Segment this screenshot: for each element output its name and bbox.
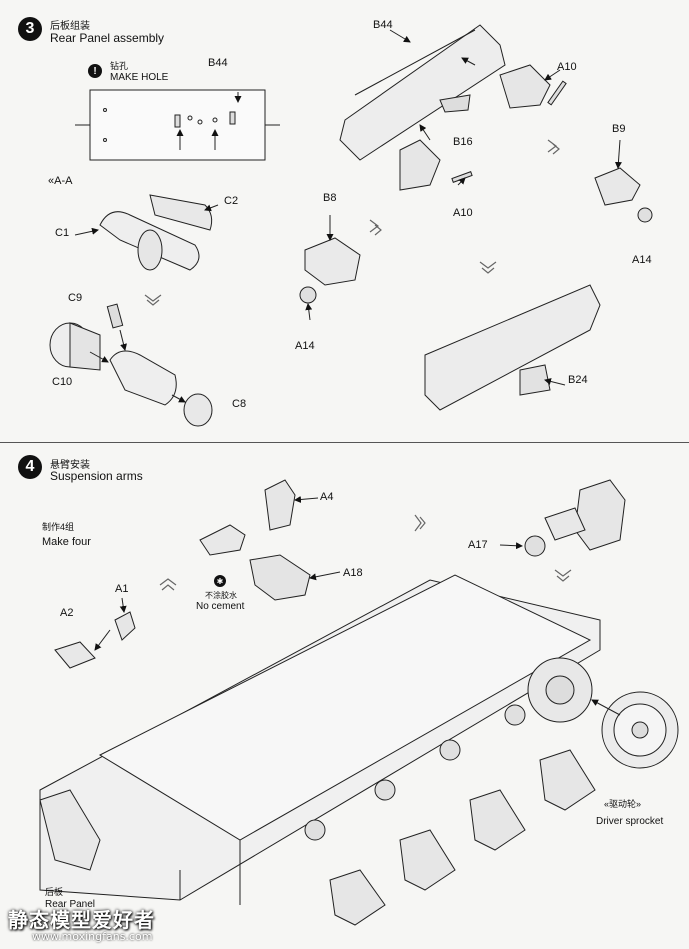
step-divider [0,442,689,443]
part-label-a18: A18 [343,567,363,579]
no-cement-icon: ✱ [214,575,226,587]
part-label-a4: A4 [320,491,334,503]
rear-panel-b24-assembly [424,284,601,411]
part-label-a14-right: A14 [632,254,652,266]
rear-panel-cn: 后板 [45,887,64,897]
part-label-a10-mid: A10 [453,207,473,219]
no-cement-cn: 不涂胶水 [205,591,237,600]
step-title-cn: 后板组装 [50,21,90,32]
section-label-a-a: «A-A [48,175,73,187]
part-label-b44-hole: B44 [208,57,228,69]
driver-sprocket-cn-text: 驱动轮 [609,799,637,809]
parts-c1-c2 [74,194,219,271]
part-label-c9: C9 [68,292,83,304]
section-label-text: A-A [54,175,73,187]
part-label-c2: C2 [224,195,239,207]
part-label-a14-left: A14 [295,340,315,352]
part-label-b44: B44 [373,19,393,31]
make-hole-en: MAKE HOLE [110,72,169,83]
driver-sprocket-cn: «驱动轮» [604,799,642,809]
part-label-c10: C10 [52,376,73,388]
part-label-a1: A1 [115,583,129,595]
rear-panel-en: Rear Panel [45,899,96,910]
part-label-b8: B8 [323,192,337,204]
step-title-cn: 悬臂安装 [50,460,90,471]
make-four-cn: 制作4组 [42,522,75,532]
watermark-logo: 静态模型爱好者 [8,908,155,932]
parts-b8-a14-left [299,215,361,321]
step-number-badge: 4 [18,455,42,479]
step-number: 4 [25,458,35,475]
driver-sprocket-drawing [591,691,679,769]
part-label-b9: B9 [612,123,626,135]
part-label-c8: C8 [232,398,247,410]
watermark-url: www.moxingfans.com [32,930,153,943]
part-label-a10-top: A10 [557,61,577,73]
step-title-en: Rear Panel assembly [50,31,165,45]
suspension-arm-group [199,479,341,601]
driver-sprocket-en: Driver sprocket [596,816,664,827]
make-hole-cn: 钻孔 [110,61,129,71]
part-label-a2: A2 [60,607,74,619]
part-label-a17: A17 [468,539,488,551]
part-label-c1: C1 [55,227,70,239]
parts-a1-a2 [54,597,136,669]
make-four-en: Make four [42,536,91,548]
parts-c9-c10-c8 [49,303,213,427]
hull-drawing [39,574,601,926]
parts-b9-a14-right [594,139,653,223]
no-cement-en: No cement [196,601,245,612]
exclamation-icon: ! [88,64,102,78]
part-label-b16: B16 [453,136,473,148]
rear-panel-b44-assembly [339,24,567,191]
step-title-en: Suspension arms [50,469,143,483]
part-label-b24: B24 [568,374,588,386]
rear-panel-hole-diagram [75,89,280,161]
suspension-arm-a17 [499,479,626,557]
step-number-badge: 3 [18,17,42,41]
step-number: 3 [25,20,35,37]
